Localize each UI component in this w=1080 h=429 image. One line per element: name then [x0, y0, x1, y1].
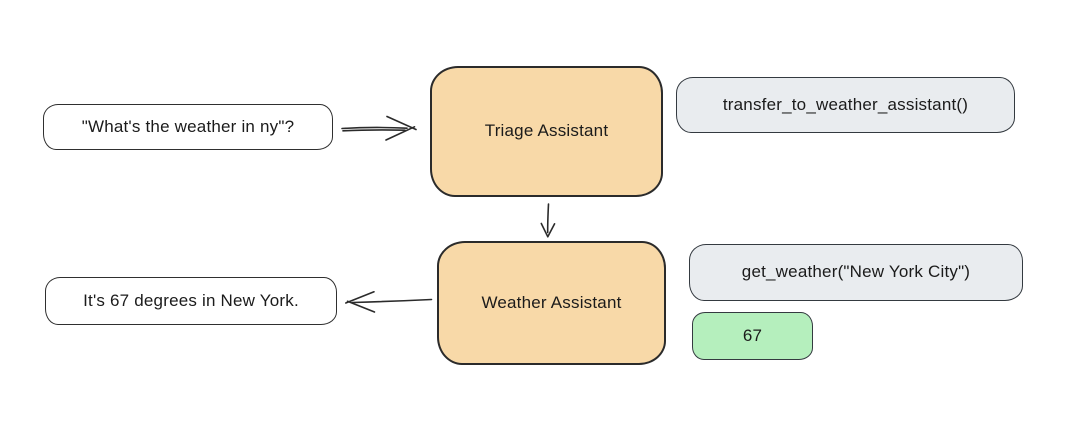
- arrow-user-to-triage-icon: [341, 115, 417, 141]
- response-node: It's 67 degrees in New York.: [45, 277, 337, 325]
- get-weather-tool-call-node: get_weather("New York City"): [689, 244, 1023, 301]
- weather-assistant-node: Weather Assistant: [437, 241, 666, 365]
- user-query-node: "What's the weather in ny"?: [43, 104, 333, 150]
- user-query-label: "What's the weather in ny"?: [81, 116, 295, 136]
- weather-result-node: 67: [692, 312, 813, 360]
- get-weather-tool-call-label: get_weather("New York City"): [741, 262, 971, 282]
- triage-assistant-node: Triage Assistant: [430, 66, 663, 197]
- transfer-tool-call-label: transfer_to_weather_assistant(): [722, 94, 969, 114]
- transfer-tool-call-node: transfer_to_weather_assistant(): [676, 77, 1015, 133]
- triage-assistant-label: Triage Assistant: [484, 121, 609, 141]
- arrow-triage-to-weather-icon: [540, 203, 556, 238]
- weather-assistant-label: Weather Assistant: [481, 292, 622, 312]
- response-label: It's 67 degrees in New York.: [83, 290, 299, 310]
- arrow-weather-to-response-icon: [345, 291, 433, 313]
- weather-result-label: 67: [742, 325, 763, 345]
